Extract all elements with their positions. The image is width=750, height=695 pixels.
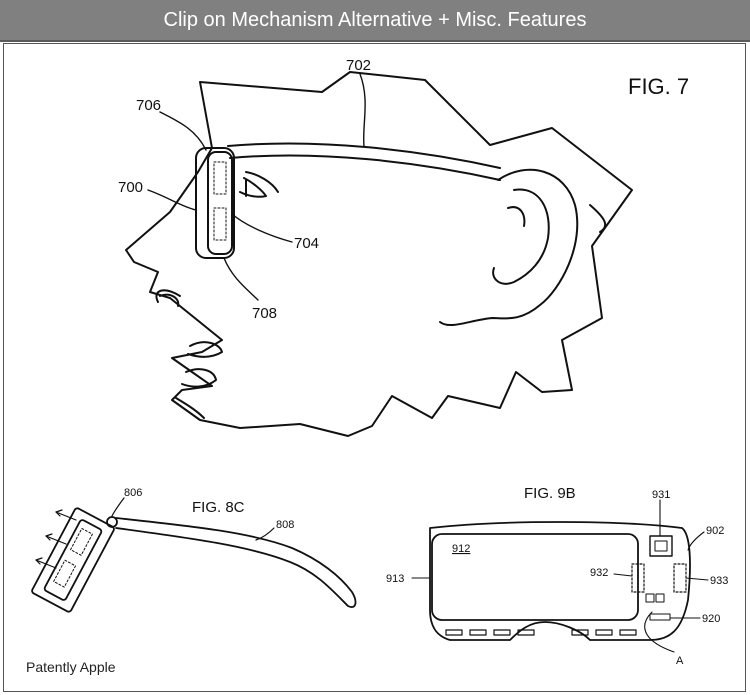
ear-inner [492,188,550,285]
upper-lip [187,341,223,358]
fig8c-title: FIG. 8C [192,499,245,516]
fig9b-connector-920 [649,613,671,621]
temple-arm [227,142,501,169]
fig9b-chip [649,535,673,557]
nose [155,289,181,303]
label-706: 706 [136,97,161,114]
eye-lid [245,171,279,193]
fig7-drawing [125,71,633,437]
chin [175,397,205,419]
patent-panel [3,43,746,692]
fig9b-component-b [655,593,665,603]
label-932: 932 [590,567,608,579]
fig9b-drawing [411,499,709,653]
nostril [159,293,180,307]
fig9b-housing [429,521,691,641]
fig9b-screen [431,533,639,621]
fig8c-module-outer [31,507,115,613]
ear-fold [507,206,526,227]
leader-933 [685,577,709,581]
display-grid-upper [213,161,227,195]
label-902: 902 [706,525,724,537]
leader-700 [147,189,197,211]
clip-module-outer [195,147,235,259]
label-700: 700 [118,179,143,196]
label-933: 933 [710,575,728,587]
leader-A [644,611,675,653]
label-931: 931 [652,489,670,501]
jaw-line [589,204,607,233]
label-806: 806 [124,487,142,499]
label-708: 708 [252,305,277,322]
fig7-title: FIG. 7 [628,74,689,99]
fig8c-module-inner [43,519,103,601]
label-912: 912 [452,543,470,555]
fig9b-chip-core [654,540,668,552]
leader-706 [159,111,207,151]
ear [439,168,579,327]
leader-902 [687,531,705,551]
leader-708 [223,257,259,301]
label-913: 913 [386,573,404,585]
head-outline [125,71,633,437]
fig8c-hinge [106,516,118,528]
temple-arm-inner [229,154,501,181]
fig9b-title: FIG. 9B [524,485,576,502]
fig8c-grid-lower [53,559,77,588]
fig9b-component-a [645,593,655,603]
fig8c-drawing [31,497,357,613]
label-A: A [676,655,684,667]
eye [239,177,267,198]
fig8c-grid-upper [70,527,93,556]
leader-806 [111,497,125,517]
fig8c-temple-arm [115,517,357,608]
lower-lip [181,368,217,388]
fig9b-sensor-933 [673,563,687,593]
label-704: 704 [294,235,319,252]
page-title: Clip on Mechanism Alternative + Misc. Fe… [163,8,587,31]
fig9b-sensor-932 [631,563,645,593]
leader-702 [359,73,366,147]
leader-704 [231,213,293,243]
clip-module-inner [207,151,233,255]
label-702: 702 [346,57,371,74]
label-920: 920 [702,613,720,625]
fig9b-bottom-segments [445,629,637,636]
display-grid-lower [213,207,227,241]
title-bar: Clip on Mechanism Alternative + Misc. Fe… [0,0,750,42]
leader-808 [255,527,275,541]
credit-text: Patently Apple [26,659,116,675]
label-808: 808 [276,519,294,531]
leader-932 [613,573,633,577]
fig8c-arrows [35,509,77,569]
